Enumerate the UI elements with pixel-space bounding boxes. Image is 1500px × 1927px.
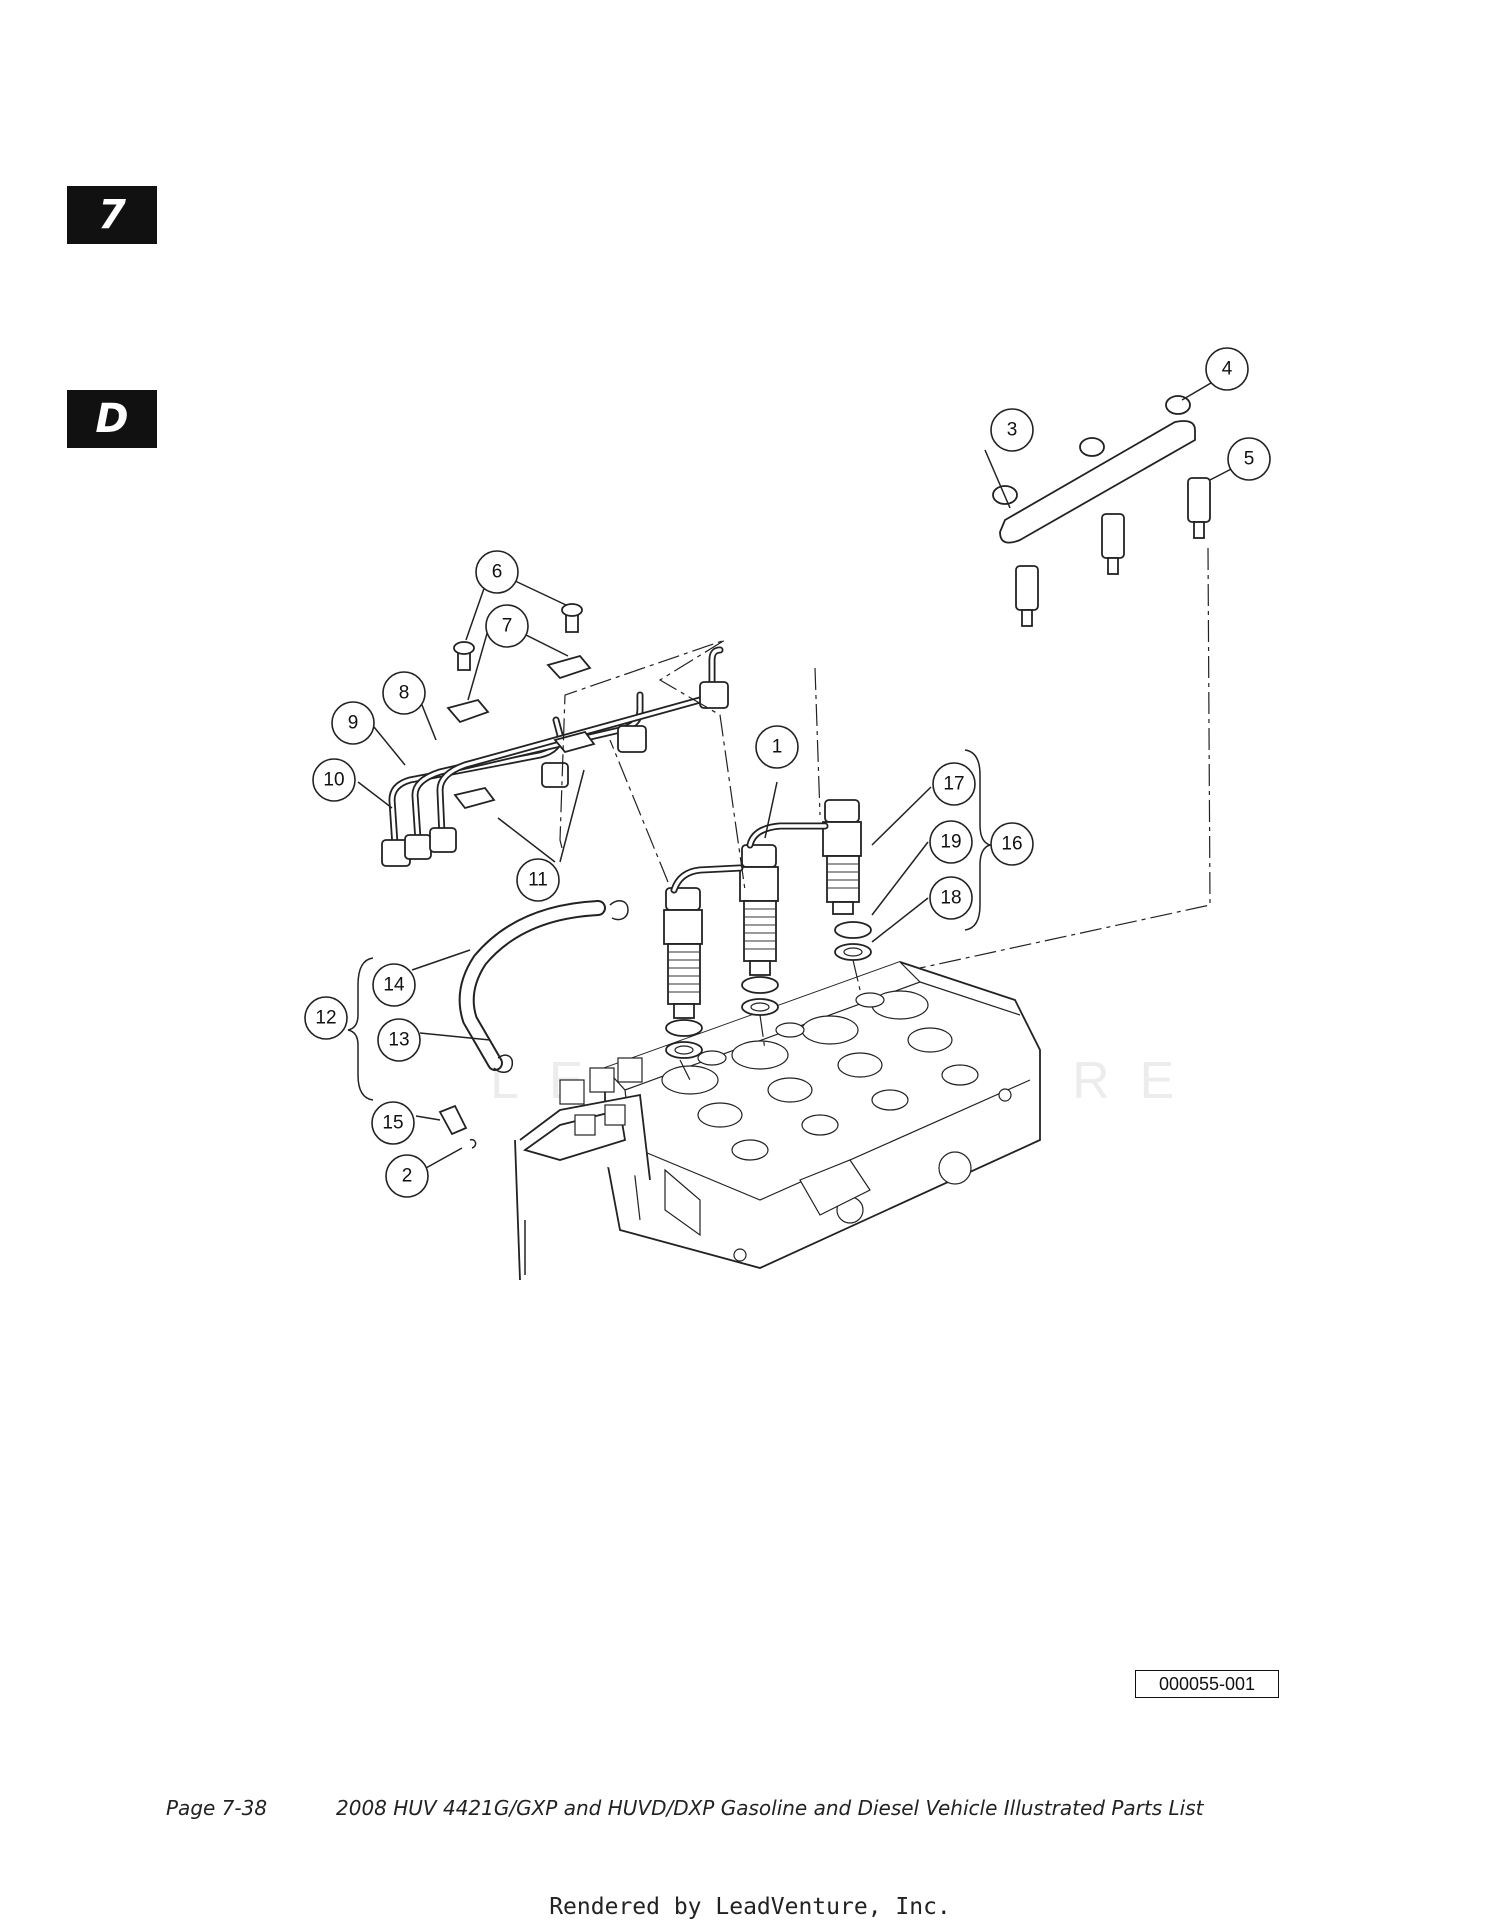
callout-14: 14 xyxy=(372,963,416,1007)
injection-pipes xyxy=(381,603,729,867)
svg-text:13: 13 xyxy=(388,1030,409,1051)
footer-page-number: Page 7-38 xyxy=(166,1796,268,1820)
svg-text:1: 1 xyxy=(772,737,783,758)
svg-text:14: 14 xyxy=(383,975,405,996)
svg-text:11: 11 xyxy=(528,870,548,891)
callout-3: 3 xyxy=(990,408,1034,452)
cylinder-head xyxy=(604,961,1041,1269)
callout-6: 6 xyxy=(475,550,519,594)
svg-text:16: 16 xyxy=(1001,834,1022,855)
svg-text:19: 19 xyxy=(940,832,961,853)
svg-text:5: 5 xyxy=(1244,449,1255,470)
injector-right xyxy=(822,799,872,961)
callout-11: 11 xyxy=(516,858,560,902)
callout-10: 10 xyxy=(312,758,356,802)
svg-text:18: 18 xyxy=(940,888,961,909)
svg-text:8: 8 xyxy=(399,683,410,704)
callout-7: 7 xyxy=(485,604,529,648)
callout-8: 8 xyxy=(382,671,426,715)
footer-document-title: 2008 HUV 4421G/GXP and HUVD/DXP Gasoline… xyxy=(336,1796,1204,1820)
callout-19: 19 xyxy=(929,820,973,864)
svg-text:12: 12 xyxy=(315,1008,336,1029)
svg-text:10: 10 xyxy=(323,770,344,791)
svg-text:3: 3 xyxy=(1007,420,1018,441)
svg-text:17: 17 xyxy=(943,774,964,795)
fuel-return-hose xyxy=(438,900,629,1149)
rendered-by-credit: Rendered by LeadVenture, Inc. xyxy=(549,1894,951,1920)
figure-id: 000055-001 xyxy=(1135,1670,1279,1698)
injection-pump xyxy=(514,1057,651,1281)
callout-17: 17 xyxy=(932,762,976,806)
injector-middle xyxy=(739,844,779,1016)
svg-text:6: 6 xyxy=(492,562,503,583)
subsection-tab: D xyxy=(67,390,157,448)
callout-13: 13 xyxy=(377,1018,421,1062)
callout-1: 1 xyxy=(755,725,799,769)
svg-text:15: 15 xyxy=(382,1113,403,1134)
callout-5: 5 xyxy=(1227,437,1271,481)
svg-text:2: 2 xyxy=(402,1166,413,1187)
callout-9: 9 xyxy=(331,701,375,745)
svg-text:9: 9 xyxy=(348,713,359,734)
callout-18: 18 xyxy=(929,876,973,920)
callout-2: 2 xyxy=(385,1154,429,1198)
section-tab: 7 xyxy=(67,186,157,244)
callout-15: 15 xyxy=(371,1101,415,1145)
glow-plug-assembly xyxy=(992,395,1211,627)
svg-text:4: 4 xyxy=(1222,359,1233,380)
callout-16: 16 xyxy=(990,822,1034,866)
callout-12: 12 xyxy=(304,996,348,1040)
callout-4: 4 xyxy=(1205,347,1249,391)
svg-text:7: 7 xyxy=(502,616,513,637)
injector-left xyxy=(663,887,703,1059)
